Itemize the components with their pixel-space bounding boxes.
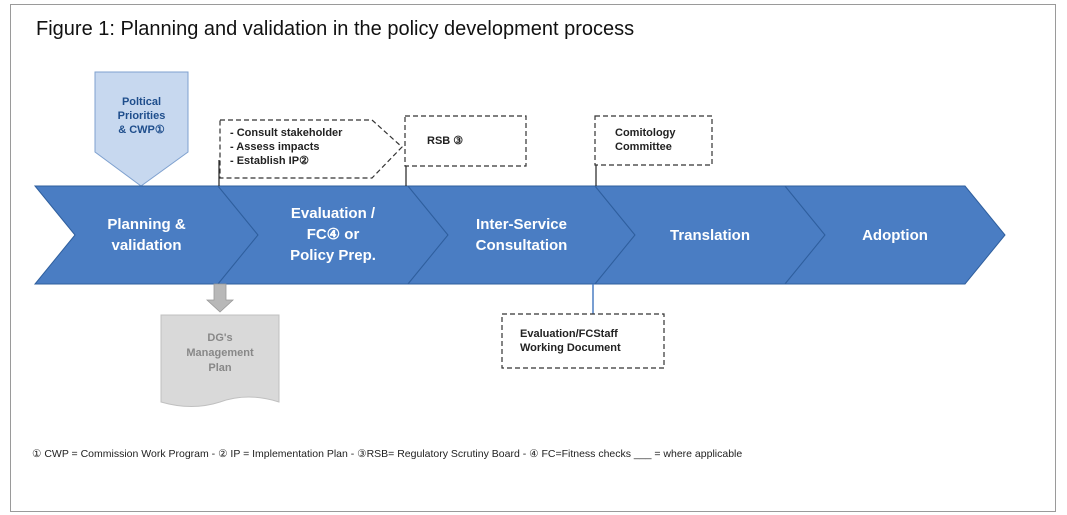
dg-plan-line: Management (186, 347, 254, 359)
dg-plan-text: DG's Management Plan (161, 331, 279, 376)
rsb-callout-text: RSB ③ (427, 134, 463, 148)
dg-plan-down-arrow (205, 283, 235, 313)
stage-line: Inter-Service (476, 216, 567, 233)
prep-callout-line: - Consult stakeholder (230, 127, 343, 139)
stage-line: Policy Prep. (290, 247, 376, 264)
comitology-callout-text: Comitology Committee (615, 126, 676, 154)
stage-chevron-adoption (783, 185, 1006, 285)
dg-plan-line: Plan (208, 362, 232, 374)
stage-label-consultation: Inter-Service Consultation (448, 214, 595, 256)
stage-line: validation (111, 237, 182, 254)
swd-callout-text: Evaluation/FCStaff Working Document (520, 327, 621, 355)
priorities-line: & CWP① (118, 124, 165, 136)
prep-callout-text: - Consult stakeholder - Assess impacts -… (230, 126, 342, 168)
priorities-label: Poltical Priorities & CWP① (95, 95, 188, 137)
stage-line: Planning & (107, 216, 186, 233)
prep-callout-line: - Establish IP② (230, 155, 309, 167)
prep-callout-shape (219, 119, 403, 179)
swd-callout-line: Evaluation/FCStaff (520, 328, 618, 340)
priorities-arrow-shape (94, 71, 189, 187)
swd-callout-line: Working Document (520, 342, 621, 354)
stage-line: FC④ or (306, 226, 360, 243)
rsb-callout-shape (404, 115, 527, 167)
stage-line: Translation (669, 227, 751, 244)
stage-line: Adoption (862, 227, 928, 244)
comitology-callout-line: Committee (615, 141, 672, 153)
stage-label-adoption: Adoption (825, 225, 965, 246)
stage-line: Consultation (475, 237, 568, 254)
comitology-callout-shape (594, 115, 713, 166)
dg-plan-line: DG's (207, 332, 233, 344)
stage-label-planning: Planning & validation (75, 214, 218, 256)
stage-label-translation: Translation (635, 225, 785, 246)
swd-callout-shape (501, 313, 665, 369)
priorities-line: Poltical (121, 96, 162, 108)
stage-label-evaluation: Evaluation / FC④ or Policy Prep. (258, 203, 408, 266)
rsb-callout-line: RSB ③ (427, 135, 464, 147)
prep-callout-line: - Assess impacts (230, 141, 320, 153)
dg-plan-shape (160, 314, 280, 407)
priorities-line: Priorities (117, 110, 166, 122)
stage-line: Evaluation / (290, 205, 376, 222)
figure-footnote: ① CWP = Commission Work Program - ② IP =… (32, 448, 743, 460)
comitology-callout-line: Comitology (615, 127, 676, 139)
figure-title: Figure 1: Planning and validation in the… (36, 18, 635, 40)
